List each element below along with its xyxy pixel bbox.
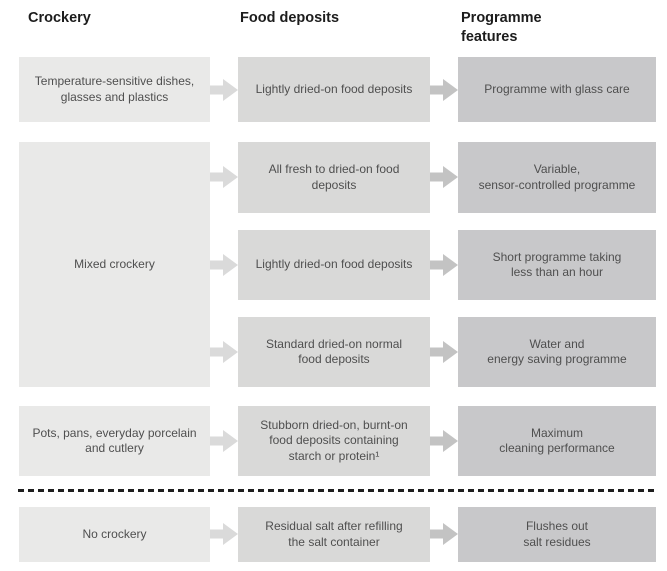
- column-header-programme-features: Programme features: [461, 10, 542, 45]
- crockery-box-mixed: Mixed crockery: [19, 142, 210, 387]
- crockery-box-temperature-sensitive: Temperature-sensitive dishes, glasses an…: [19, 57, 210, 122]
- feature-box-water-energy-saving: Water and energy saving programme: [458, 317, 656, 387]
- column-header-food-deposits: Food deposits: [240, 10, 340, 26]
- arrow-right-shape: [430, 523, 458, 545]
- arrow-right-shape: [210, 523, 238, 545]
- arrow-right-icon: [210, 79, 238, 101]
- arrow-right-shape: [430, 254, 458, 276]
- arrow-right-icon: [430, 79, 458, 101]
- dashed-separator: [18, 489, 658, 492]
- deposit-box-standard-dried: Standard dried-on normal food deposits: [238, 317, 430, 387]
- arrow-right-shape: [430, 430, 458, 452]
- arrow-right-icon: [430, 523, 458, 545]
- arrow-right-icon: [210, 254, 238, 276]
- arrow-right-icon: [430, 254, 458, 276]
- deposit-box-stubborn: Stubborn dried-on, burnt-on food deposit…: [238, 406, 430, 476]
- crockery-box-pots-pans: Pots, pans, everyday porcelain and cutle…: [19, 406, 210, 476]
- arrow-right-icon: [430, 166, 458, 188]
- arrow-right-icon: [210, 341, 238, 363]
- arrow-right-icon: [210, 430, 238, 452]
- deposit-box-residual-salt: Residual salt after refilling the salt c…: [238, 507, 430, 562]
- arrow-right-shape: [210, 166, 238, 188]
- arrow-right-shape: [430, 341, 458, 363]
- crockery-box-no-crockery: No crockery: [19, 507, 210, 562]
- column-header-crockery: Crockery: [28, 10, 91, 26]
- arrow-right-icon: [210, 166, 238, 188]
- arrow-right-shape: [210, 254, 238, 276]
- arrow-right-shape: [210, 430, 238, 452]
- feature-box-glass-care: Programme with glass care: [458, 57, 656, 122]
- arrow-right-shape: [430, 166, 458, 188]
- feature-box-maximum-cleaning: Maximum cleaning performance: [458, 406, 656, 476]
- arrow-right-shape: [210, 341, 238, 363]
- deposit-box-lightly-dried-row3: Lightly dried-on food deposits: [238, 230, 430, 300]
- arrow-right-icon: [430, 341, 458, 363]
- deposit-box-all-fresh: All fresh to dried-on food deposits: [238, 142, 430, 213]
- deposit-box-lightly-dried-row1: Lightly dried-on food deposits: [238, 57, 430, 122]
- feature-box-short-programme: Short programme taking less than an hour: [458, 230, 656, 300]
- arrow-right-shape: [430, 79, 458, 101]
- arrow-right-shape: [210, 79, 238, 101]
- arrow-right-icon: [210, 523, 238, 545]
- feature-box-sensor-controlled: Variable, sensor-controlled programme: [458, 142, 656, 213]
- feature-box-flushes-salt: Flushes out salt residues: [458, 507, 656, 562]
- arrow-right-icon: [430, 430, 458, 452]
